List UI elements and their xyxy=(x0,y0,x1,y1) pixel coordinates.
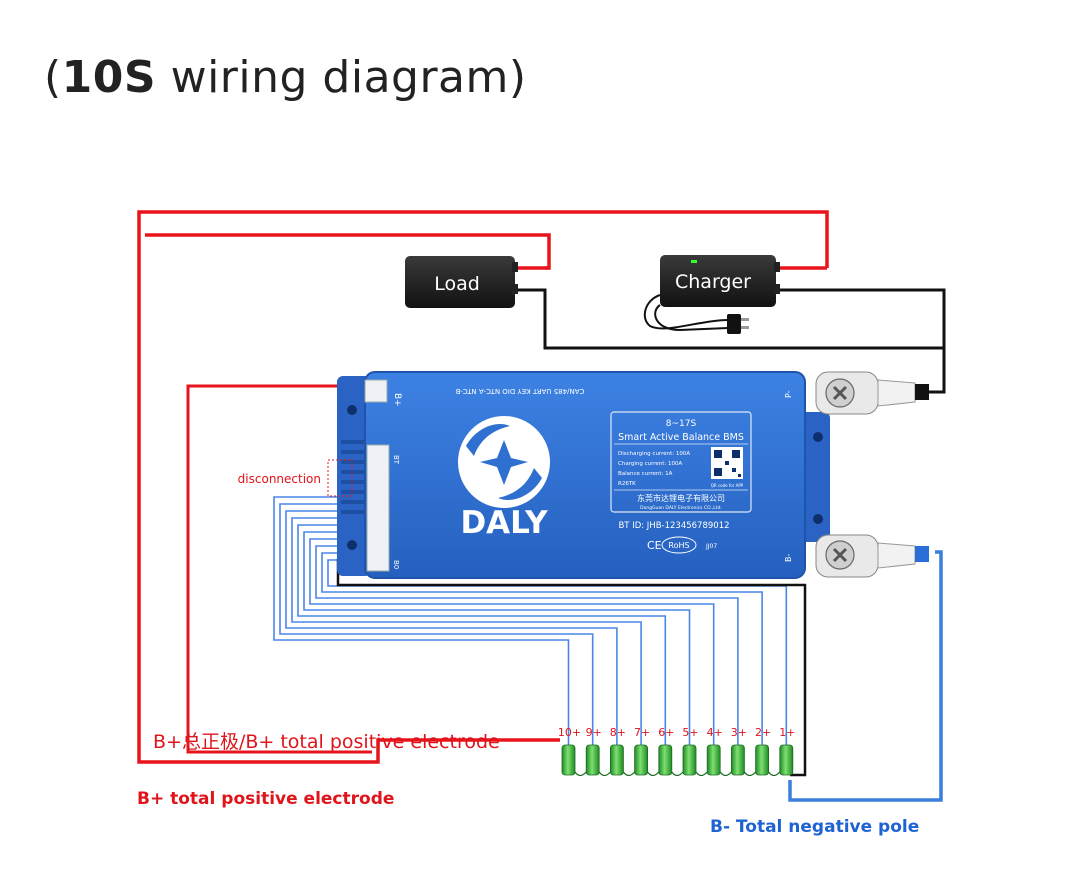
cell-label: 7+ xyxy=(634,726,650,739)
cell-label: 1+ xyxy=(779,726,795,739)
company-cn: 东莞市达锂电子有限公司 xyxy=(637,493,725,503)
battery-cell xyxy=(610,744,624,776)
positive-wire-main xyxy=(137,210,829,764)
cell-link xyxy=(647,771,660,777)
cell-link xyxy=(719,771,732,777)
spec-line-2: Charging current: 100A xyxy=(618,461,683,467)
port-bplus-label: B+ xyxy=(392,393,402,407)
terminal-b xyxy=(815,534,929,578)
qr-caption: QR code for APP xyxy=(711,483,744,488)
battery-cell xyxy=(658,744,673,776)
daly-logo: DALY xyxy=(458,416,550,541)
sense-wire xyxy=(303,531,691,745)
battery-cell xyxy=(755,744,769,776)
cell-label: 4+ xyxy=(707,726,723,739)
cell-link xyxy=(622,771,636,777)
charger-box: Charger xyxy=(643,255,780,334)
terminal-p xyxy=(815,371,929,415)
port-bt-label: BT xyxy=(392,455,400,465)
bms-unit: B+ BT B0 CAN/485 UART KEY DIO NTC-A NTC-… xyxy=(337,371,830,579)
logo-text: DALY xyxy=(460,505,548,541)
load-label: Load xyxy=(434,273,480,295)
bplus-label: B+ total positive electrode xyxy=(137,789,394,809)
battery-cell xyxy=(682,744,697,776)
sense-wire xyxy=(297,524,667,745)
cell-link xyxy=(574,771,587,777)
terminal-p-label: P- xyxy=(784,390,793,398)
sense-wire xyxy=(315,545,739,745)
spec-label: 8~17S Smart Active Balance BMS Dischargi… xyxy=(610,411,752,513)
bt-id: BT ID: JHB-123456789012 xyxy=(618,521,729,531)
sense-wire xyxy=(273,496,570,745)
sense-wire xyxy=(327,559,788,745)
cell-label: 2+ xyxy=(755,726,771,739)
battery-cells xyxy=(561,744,794,777)
sense-wire xyxy=(279,503,594,745)
spec-line-1: Discharging current: 100A xyxy=(618,451,690,457)
sense-wire xyxy=(291,517,642,745)
bms-code: JJ07 xyxy=(705,543,717,550)
page-title: (10S wiring diagram) xyxy=(44,52,527,103)
spec-line-4: R26TK xyxy=(618,481,636,487)
bplus-bilingual-label: B+总正极/B+ total positive electrode xyxy=(153,731,500,753)
sense-wire xyxy=(309,538,715,745)
left-fins xyxy=(341,440,367,514)
load-box: Load xyxy=(405,256,518,308)
cell-label: 6+ xyxy=(658,726,674,739)
cell-label: 3+ xyxy=(731,726,747,739)
battery-cell xyxy=(779,744,794,776)
cell-label: 8+ xyxy=(610,726,626,739)
charger-label: Charger xyxy=(675,271,751,293)
spec-model: 8~17S xyxy=(666,419,697,429)
cell-link xyxy=(768,771,781,777)
bminus-wire xyxy=(788,550,943,802)
cell-link xyxy=(598,771,611,777)
cert-rohs: RoHS xyxy=(668,541,689,550)
cell-link xyxy=(743,771,757,777)
cell-label: 5+ xyxy=(682,726,698,739)
sense-wire xyxy=(321,552,763,745)
cell-link xyxy=(671,771,684,777)
cell-link xyxy=(695,771,708,777)
battery-cell xyxy=(706,744,721,776)
cert-ce: CE xyxy=(647,539,662,552)
bminus-label: B- Total negative pole xyxy=(710,817,919,837)
battery-cell xyxy=(585,744,600,776)
cell-label: 9+ xyxy=(586,726,602,739)
battery-cell xyxy=(731,744,745,776)
spec-line-3: Balance current: 1A xyxy=(618,471,673,477)
disconnection-label: disconnection xyxy=(238,472,321,486)
battery-cell xyxy=(561,744,576,776)
cell-labels: 10+ 9+ 8+ 7+ 6+ 5+ 4+ 3+ 2+ 1+ xyxy=(558,726,796,739)
battery-cell xyxy=(634,744,648,776)
port-b0-label: B0 xyxy=(392,560,400,569)
disconnection-marker: disconnection xyxy=(238,459,353,497)
terminal-b-label: B- xyxy=(784,554,793,562)
company-en: DongGuan DALY Electronics CO.,Ltd. xyxy=(640,505,722,511)
cell-label: 10+ xyxy=(558,726,581,739)
spec-title: Smart Active Balance BMS xyxy=(618,432,744,443)
top-port-labels: CAN/485 UART KEY DIO NTC-A NTC-B xyxy=(455,387,584,395)
sense-wire xyxy=(285,510,618,745)
